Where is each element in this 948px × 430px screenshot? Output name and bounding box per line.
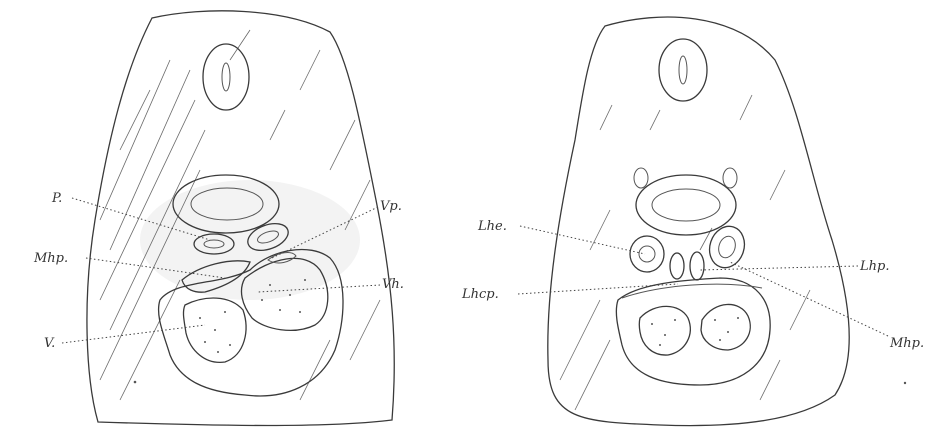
right-chamber-left — [639, 306, 690, 355]
right-body-outline — [548, 17, 849, 426]
right-vessel-small-1 — [670, 253, 684, 279]
label-lhe: Lhe. — [477, 219, 507, 234]
label-vh: Vh. — [382, 277, 404, 292]
leader-lhcp — [518, 284, 678, 294]
left-neural-tube-outer — [203, 44, 249, 110]
right-vessel-mhp-inner — [716, 234, 738, 260]
label-vp: Vp. — [380, 199, 402, 214]
right-small-node-left — [634, 168, 648, 188]
right-dorsal-ring-outer — [636, 175, 736, 235]
label-lhcp: Lhcp. — [461, 287, 499, 302]
right-dorsal-ring-inner — [652, 189, 720, 221]
left-section: P. Mhp. V. Vp. Vh. — [33, 11, 404, 426]
right-neural-tube-lumen — [679, 56, 687, 84]
right-vessel-small-2 — [690, 252, 704, 280]
label-mhp-left: Mhp. — [33, 251, 68, 266]
right-hatching — [560, 95, 810, 410]
right-chamber-right — [701, 304, 750, 350]
label-mhp-right: Mhp. — [889, 336, 924, 351]
right-small-node-right — [723, 168, 737, 188]
leader-lhe — [520, 226, 645, 254]
label-v: V. — [44, 336, 55, 351]
leader-v — [62, 325, 205, 343]
label-p: P. — [51, 191, 62, 206]
left-neural-tube-lumen — [222, 63, 230, 91]
label-lhp: Lhp. — [859, 259, 889, 274]
right-section: Lhe. Lhcp. Lhp. Mhp. — [461, 17, 924, 426]
right-stipple — [651, 317, 906, 384]
right-vessel-lhe — [630, 236, 664, 272]
right-neural-tube-outer — [659, 39, 707, 101]
right-vessel-lhe-inner — [639, 246, 655, 262]
